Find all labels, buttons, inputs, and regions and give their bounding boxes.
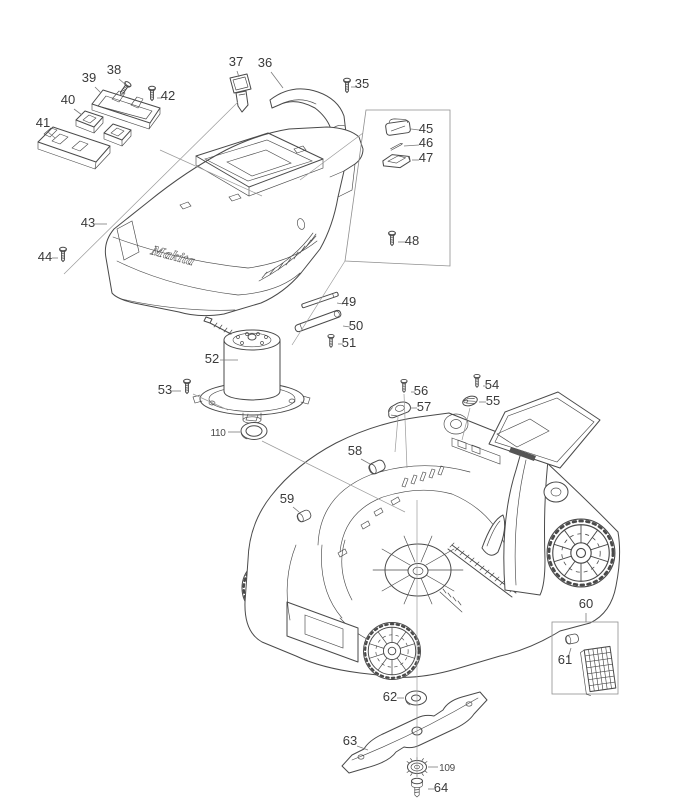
callout-label-61: 61 [558, 652, 572, 667]
callout-label-52: 52 [205, 351, 219, 366]
callout-tick-40 [73, 108, 83, 116]
base-bracket-41-drawing [37, 126, 111, 170]
latch-parts-group-box [344, 109, 451, 267]
callout-tick-63 [356, 745, 369, 751]
callout-tick-45 [410, 128, 420, 131]
air-filter-drawing [580, 645, 617, 696]
top-cover-43-drawing: Makita [104, 126, 364, 317]
air-filter-group-box [551, 621, 619, 695]
battery-cover-button-45-drawing [385, 118, 411, 136]
callout-label-38: 38 [107, 62, 121, 77]
handle-tower-drawing [481, 441, 569, 596]
callout-label-46: 46 [419, 135, 433, 150]
callout-label-50: 50 [349, 318, 363, 333]
callout-label-57: 57 [417, 399, 431, 414]
callout-label-44: 44 [38, 249, 52, 264]
callout-label-49: 49 [342, 294, 356, 309]
callout-tick-39 [94, 86, 102, 94]
callout-label-110: 110 [210, 428, 226, 439]
callout-label-45: 45 [419, 121, 433, 136]
callout-label-62: 62 [383, 689, 397, 704]
callout-tick-37 [236, 70, 240, 78]
callout-label-51: 51 [342, 335, 356, 350]
blade-bolt-64-drawing [411, 777, 423, 798]
lock-lever-57-drawing [388, 401, 411, 419]
callout-tick-41 [47, 131, 56, 139]
callout-label-64: 64 [434, 780, 448, 795]
callout-label-35: 35 [355, 76, 369, 91]
callout-label-109: 109 [439, 763, 456, 774]
callout-label-42: 42 [161, 88, 175, 103]
washer-62-drawing [405, 690, 427, 706]
callout-ticks [47, 70, 587, 790]
lock-key-37-drawing [229, 73, 252, 113]
screw-51-drawing [327, 334, 335, 348]
mounting-bracket-39-drawing [91, 89, 161, 130]
callout-label-53: 53 [158, 382, 172, 397]
screw-42-drawing [148, 85, 156, 102]
spring-pin-46-drawing [390, 143, 403, 151]
callout-label-43: 43 [81, 215, 95, 230]
callout-label-54: 54 [485, 377, 499, 392]
screw-44-drawing [59, 246, 67, 263]
callout-tick-49 [336, 302, 344, 305]
callout-label-56: 56 [414, 383, 428, 398]
seal-ring-110-drawing [240, 422, 268, 440]
blade-63-drawing [341, 691, 488, 774]
callout-label-37: 37 [229, 54, 243, 69]
callout-tick-38 [118, 78, 127, 86]
callout-tick-58 [360, 458, 371, 465]
grommet-61-drawing [564, 632, 580, 646]
callout-label-39: 39 [82, 70, 96, 85]
callout-label-63: 63 [343, 733, 357, 748]
callout-label-59: 59 [280, 491, 294, 506]
screw-54-drawing [473, 374, 481, 388]
leader-lines [63, 101, 471, 776]
shaft-rod-50-drawing [294, 309, 342, 333]
clip-55-drawing [462, 395, 478, 407]
motor-52-drawing [192, 316, 311, 424]
latch-plate-47-drawing [382, 154, 411, 169]
callout-label-40: 40 [61, 92, 75, 107]
callout-tick-61 [567, 647, 572, 659]
rear-right-wheel-drawing [545, 517, 617, 589]
callout-label-60: 60 [579, 596, 593, 611]
front-wheel-drawing [362, 621, 422, 681]
callout-tick-36 [270, 71, 284, 89]
callout-label-55: 55 [486, 393, 500, 408]
screw-48-drawing [388, 230, 396, 247]
screw-53-drawing [183, 378, 191, 395]
screw-56-drawing [400, 379, 408, 393]
callout-tick-50 [342, 325, 351, 328]
screw-38-drawing [117, 80, 133, 97]
callout-label-48: 48 [405, 233, 419, 248]
callout-tick-46 [403, 144, 420, 147]
callout-tick-59 [292, 506, 300, 513]
screw-35-drawing [343, 77, 351, 94]
callout-label-47: 47 [419, 150, 433, 165]
callout-label-58: 58 [348, 443, 362, 458]
battery-lid-drawing [451, 391, 601, 469]
callout-label-41: 41 [36, 115, 50, 130]
switch-block-drawing [75, 110, 132, 147]
callout-label-36: 36 [258, 55, 272, 70]
